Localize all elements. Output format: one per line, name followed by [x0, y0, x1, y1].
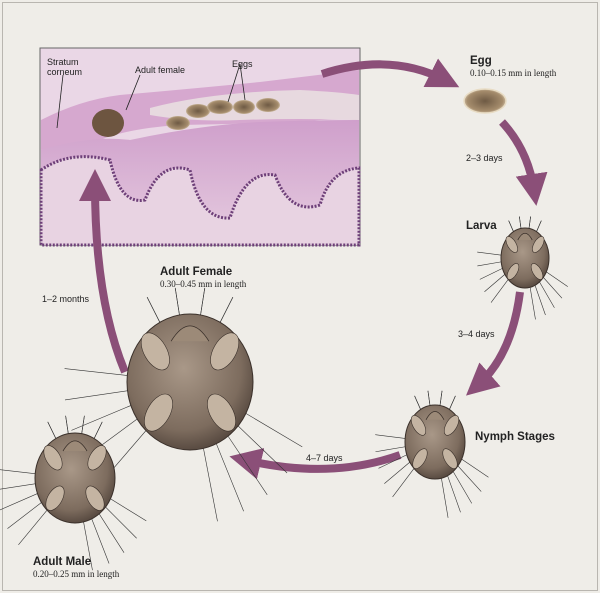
label-adult-female-inset: Adult female	[135, 65, 186, 75]
larva-title: Larva	[466, 220, 497, 232]
label-eggs: Eggs	[232, 59, 253, 69]
arrow-adult-to-burrow	[79, 169, 129, 374]
eggs-in-burrow	[166, 98, 280, 130]
adult-male-title: Adult Male	[33, 556, 92, 568]
adult-male-mite	[0, 415, 147, 571]
egg-size: 0.10–0.15 mm in length	[470, 68, 557, 78]
skin-cross-section-inset	[39, 47, 361, 247]
egg-illustration	[463, 88, 507, 114]
adult-female-title: Adult Female	[160, 266, 233, 278]
duration-adult-female-lifespan: 1–2 months	[42, 294, 90, 304]
arrow-burrow-to-egg	[320, 58, 460, 88]
nymph-mite	[375, 390, 489, 518]
larva-mite	[477, 216, 568, 320]
cycle-arrows	[79, 58, 548, 480]
egg-title: Egg	[470, 55, 492, 67]
label-stratum-corneum: Stratum corneum	[47, 57, 83, 77]
duration-egg-to-larva: 2–3 days	[466, 153, 503, 163]
pointer-lines	[56, 63, 246, 129]
adult-female-mite	[64, 287, 303, 522]
arrow-nymph-to-adult	[229, 448, 402, 480]
duration-larva-to-nymph: 3–4 days	[458, 329, 495, 339]
nymph-title: Nymph Stages	[475, 431, 555, 443]
adult-female-size: 0.30–0.45 mm in length	[160, 279, 247, 289]
adult-female-in-burrow	[92, 109, 124, 137]
duration-nymph-to-adult: 4–7 days	[306, 453, 343, 463]
arrow-larva-to-nymph	[466, 291, 524, 396]
arrow-egg-to-larva	[499, 119, 548, 206]
adult-male-size: 0.20–0.25 mm in length	[33, 569, 120, 579]
